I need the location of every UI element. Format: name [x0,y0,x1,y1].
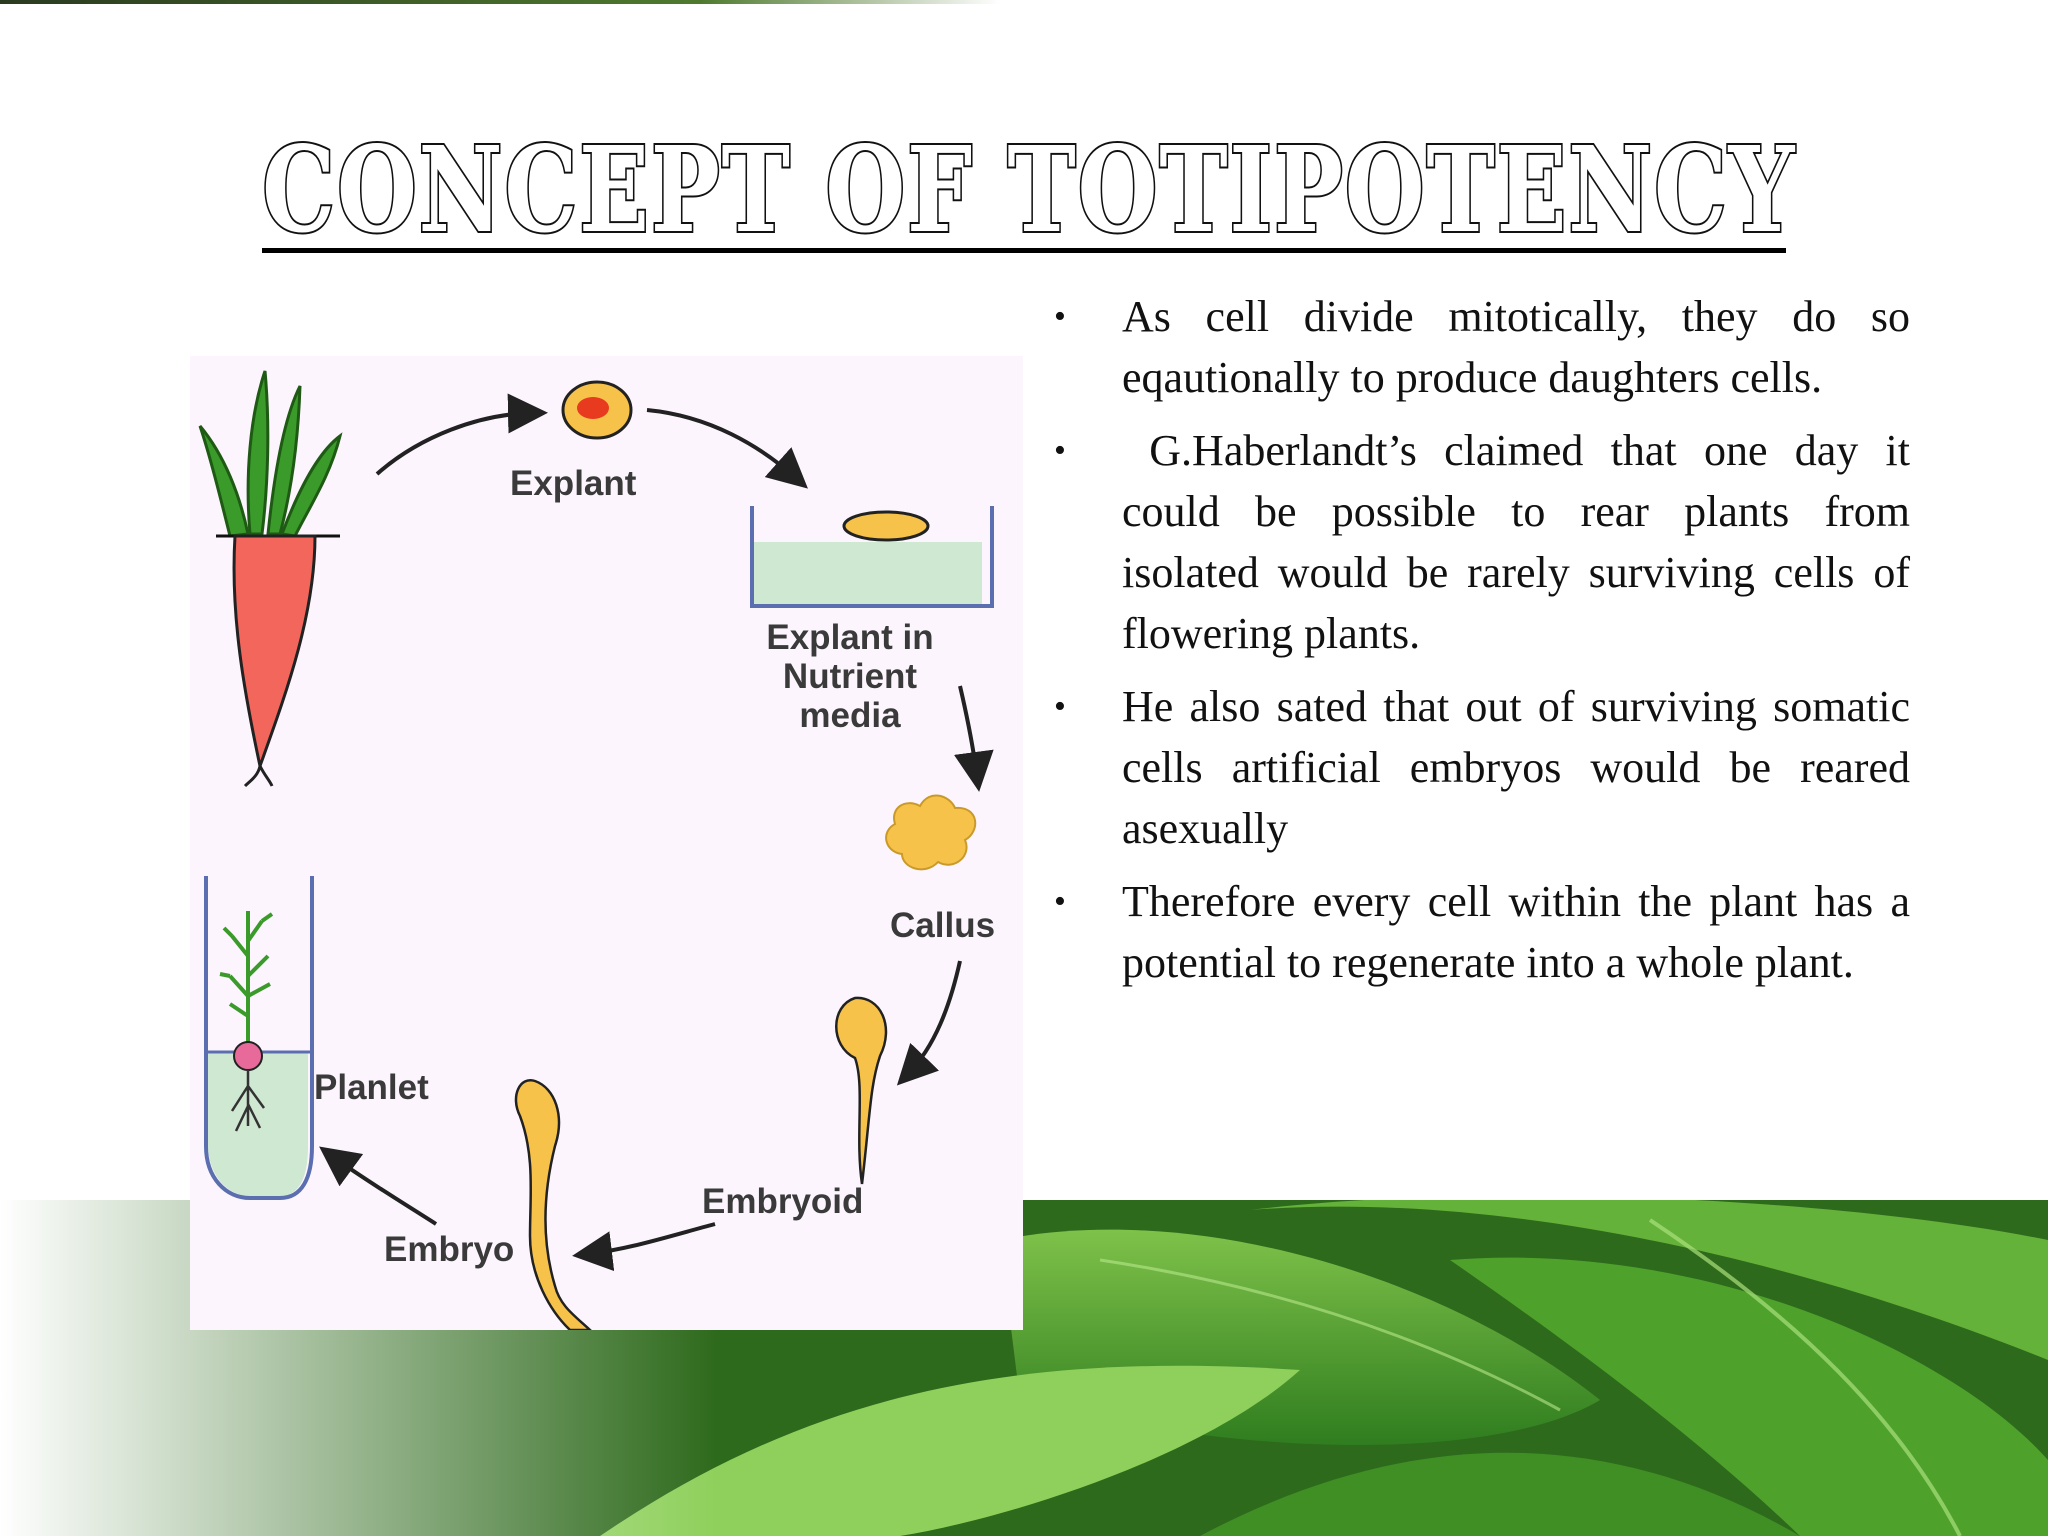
culture-dish-icon [750,506,994,608]
totipotency-cycle-diagram: Explant Explant in Nutrient media Callus… [190,356,1023,1330]
bullet-text: As cell divide mitotically, they do so e… [1122,292,1910,402]
top-accent-line [0,0,1000,4]
bullet-text: G.Haberlandt’s claimed that one day it c… [1122,426,1921,658]
bullet-item: • Therefore every cell within the plant … [1040,871,1910,993]
slide-title: Concept of Totipotency [260,120,1796,259]
label-callus: Callus [890,906,996,945]
cycle-illustration [198,370,994,1330]
arrow-embryoid-to-embryo [572,1222,716,1272]
explant-icon [561,380,633,440]
label-embryo: Embryo [384,1230,515,1269]
bullet-item: • As cell divide mitotically, they do so… [1040,286,1910,408]
bullet-marker: • [1054,432,1066,469]
label-explant: Explant [510,464,637,503]
bullet-item: • He also sated that out of surviving so… [1040,676,1910,859]
bullet-list: • As cell divide mitotically, they do so… [1040,286,1910,1005]
callus-icon [885,794,977,871]
label-planlet: Planlet [314,1068,429,1107]
bullet-marker: • [1054,883,1066,920]
arrow-dish-to-callus [954,685,994,792]
arrow-callus-to-embryoid [896,960,962,1086]
arrow-embryo-to-plantlet [319,1146,438,1226]
embryoid-icon [835,996,888,1185]
title-underline [262,248,1786,253]
bullet-marker: • [1054,298,1066,335]
bullet-text: Therefore every cell within the plant ha… [1122,877,1910,987]
plantlet-icon [219,911,274,1132]
bullet-marker: • [1054,688,1066,725]
embryo-icon [514,1079,592,1330]
label-embryoid: Embryoid [702,1182,864,1221]
bullet-item: • G.Haberlandt’s claimed that one day it… [1040,420,1910,664]
bullet-text: He also sated that out of surviving soma… [1122,682,1910,853]
arrow-explant-to-dish [646,408,808,489]
carrot-icon [198,370,343,788]
arrow-carrot-to-explant [375,393,548,476]
label-explant-in-media: Explant in Nutrient media [766,618,934,735]
